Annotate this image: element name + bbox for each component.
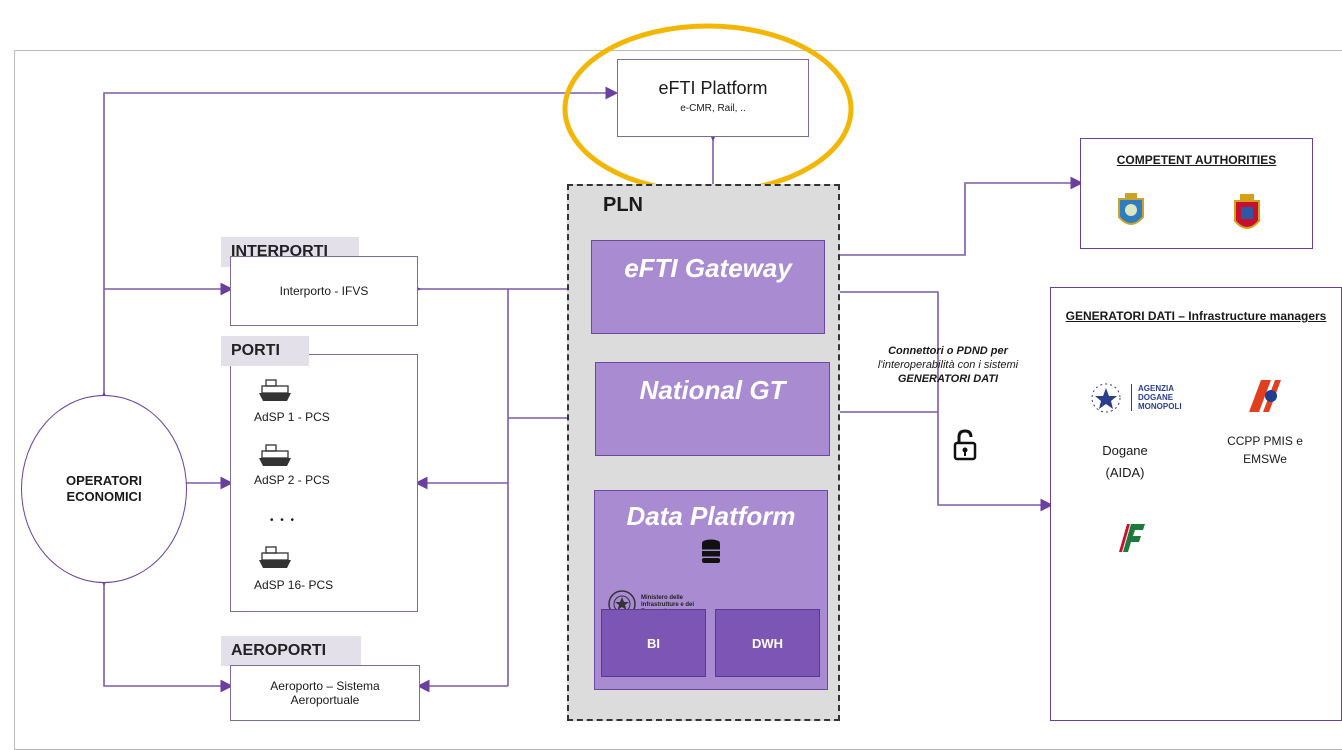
- logo-line-monopoli: MONOPOLI: [1138, 402, 1182, 411]
- national-gt-box: National GT: [595, 362, 830, 456]
- efti-platform-title: eFTI Platform: [658, 78, 768, 98]
- porti-ellipsis: • • •: [270, 515, 297, 526]
- generatori-label: GENERATORI DATI – Infrastructure manager…: [1065, 309, 1327, 323]
- bi-box: BI: [601, 609, 706, 677]
- lock-icon: [953, 429, 977, 461]
- porti-tag: PORTI: [221, 336, 309, 366]
- operatori-circle: OPERATORI ECONOMICI: [21, 395, 187, 583]
- competent-box: COMPETENT AUTHORITIES: [1080, 138, 1313, 249]
- efti-platform-subtitle: e-CMR, Rail, ..: [680, 103, 746, 114]
- aeroporti-box: Aeroporto – Sistema Aeroportuale: [230, 665, 420, 721]
- ccpp-emblem-icon: [1249, 380, 1281, 412]
- dwh-box: DWH: [715, 609, 820, 677]
- porti-box: [230, 354, 418, 612]
- generatori-box: GENERATORI DATI – Infrastructure manager…: [1050, 287, 1342, 721]
- fs-logo-icon: [1119, 524, 1145, 552]
- interporto-label: Interporto - IFVS: [279, 284, 369, 298]
- aeroporti-tag: AEROPORTI: [221, 636, 361, 666]
- highlight-ellipse: [562, 23, 854, 195]
- ship-icon: [259, 379, 291, 401]
- connettori-text: Connettori o PDND per l'interoperabilità…: [858, 344, 1038, 386]
- competent-label: COMPETENT AUTHORITIES: [1116, 153, 1277, 167]
- ship-icon: [259, 444, 291, 466]
- logo-line-agenzia: AGENZIA: [1138, 384, 1174, 393]
- bi-label: BI: [647, 635, 660, 651]
- efti-gateway-title: eFTI Gateway: [624, 253, 792, 283]
- guardia-finanza-emblem-icon: [1118, 193, 1144, 225]
- logo-line-dogane: DOGANE: [1138, 393, 1174, 402]
- ship-icon: [259, 546, 291, 568]
- operatori-label: OPERATORI ECONOMICI: [65, 473, 143, 504]
- connettori-line-1: Connettori o PDND per: [888, 345, 1008, 357]
- data-platform-title: Data Platform: [626, 501, 796, 531]
- national-gt-title: National GT: [639, 375, 786, 405]
- agenzia-dogane-logo: AGENZIA DOGANE MONOPOLI: [1131, 384, 1206, 411]
- connector-lines: [97, 86, 1084, 693]
- database-icon: [702, 539, 720, 563]
- porti-item-2: AdSP 2 - PCS: [254, 473, 330, 487]
- porti-item-1: AdSP 1 - PCS: [254, 410, 330, 424]
- dogane-label: Dogane (AIDA): [1102, 443, 1148, 480]
- aeroporto-label: Aeroporto – Sistema Aeroportuale: [270, 679, 380, 707]
- efti-platform-box: eFTI Platform e-CMR, Rail, ..: [617, 59, 809, 137]
- agenzia-dogane-star-icon: [1091, 383, 1121, 413]
- ccpp-label: CCPP PMIS e EMSWe: [1227, 434, 1303, 466]
- data-platform-box: Data Platform Ministero delle Infrastrut…: [594, 490, 828, 690]
- connettori-line-2: l'interoperabilità con i sistemi: [877, 359, 1019, 371]
- pln-label: PLN: [603, 194, 643, 216]
- connettori-line-3: GENERATORI DATI: [897, 373, 999, 385]
- porti-item-3: AdSP 16- PCS: [254, 578, 334, 592]
- efti-gateway-box: eFTI Gateway: [591, 240, 825, 334]
- dwh-label: DWH: [751, 635, 784, 651]
- interporti-box: Interporto - IFVS: [230, 256, 418, 326]
- polizia-emblem-icon: [1234, 194, 1260, 229]
